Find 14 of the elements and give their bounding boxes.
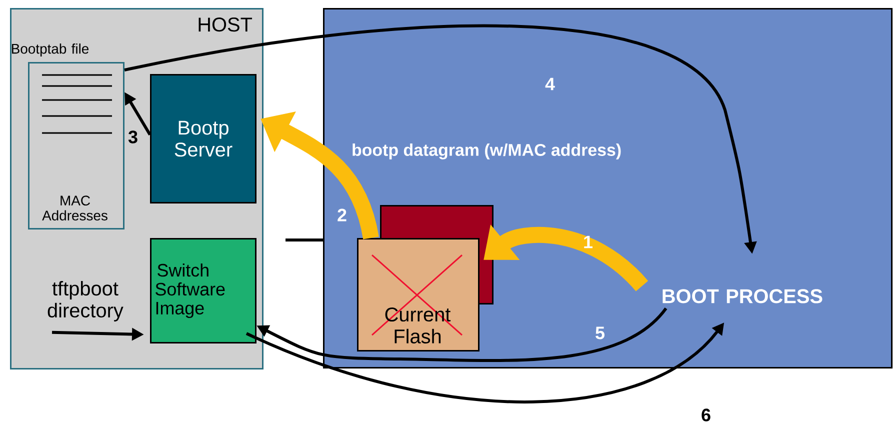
process-text: BOOT PROCESS [662, 289, 822, 304]
server-box: Bootp Server [150, 74, 256, 204]
step-number: 3 [128, 130, 138, 144]
step-number: 5 [596, 326, 604, 340]
annotation-text: bootp datagram (w/MAC address) [352, 144, 621, 160]
directory-text: tftpboot directory [48, 280, 124, 322]
step-number: 2 [338, 208, 346, 222]
node-label: Bootptab file [12, 43, 89, 56]
image-box: Switch Software Image [150, 238, 256, 344]
step-number: 1 [584, 236, 592, 248]
step-number: 6 [702, 408, 710, 422]
connector-line [286, 238, 323, 242]
step-number: 4 [545, 78, 555, 90]
file-icon-box: Bootptab file MAC Addresses [12, 43, 124, 230]
